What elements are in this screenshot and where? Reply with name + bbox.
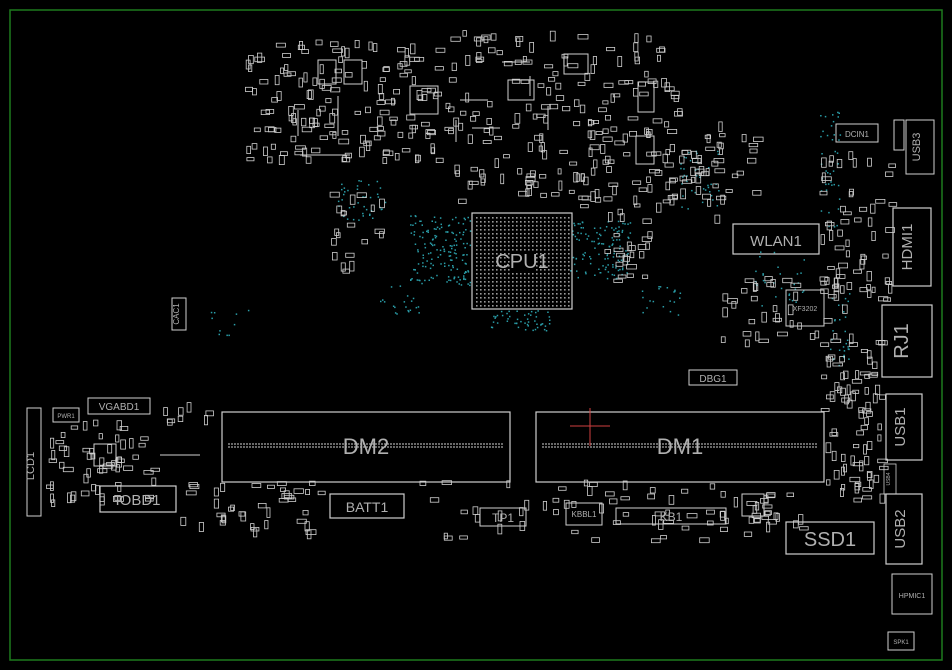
pwr1-component[interactable]: PWR1 xyxy=(52,407,80,423)
dcin1-label: DCIN1 xyxy=(845,130,870,139)
usb3-connector[interactable]: USB3 xyxy=(905,119,935,175)
kbbl1-label: KBBL1 xyxy=(572,510,597,519)
wlan1-label: WLAN1 xyxy=(750,233,802,250)
kbbl1-connector[interactable]: KBBL1 xyxy=(565,502,603,526)
cpu1-component[interactable]: CPU1 xyxy=(471,212,573,310)
ssd1-connector[interactable]: SSD1 xyxy=(785,521,875,555)
cac1-label: CAC1 xyxy=(172,303,181,325)
ic-outlines xyxy=(93,53,905,517)
vgabd1-connector[interactable]: VGABD1 xyxy=(87,397,151,415)
rj1-label: RJ1 xyxy=(891,323,913,359)
spk1-label: SPK1 xyxy=(893,640,909,646)
usb1-connector[interactable]: USB1 xyxy=(885,393,923,461)
batt1-connector[interactable]: BATT1 xyxy=(329,493,405,519)
usb4-label: USB4 xyxy=(886,472,892,485)
usb2-label: USB2 xyxy=(892,509,909,548)
dcin1-connector[interactable]: DCIN1 xyxy=(835,123,879,143)
ssd1-label: SSD1 xyxy=(804,529,856,551)
tp1-connector[interactable]: TP1 xyxy=(479,507,527,527)
usb1-label: USB1 xyxy=(892,407,909,446)
cpu1-label: CPU1 xyxy=(495,251,548,273)
cursor-crosshair-icon xyxy=(570,408,610,446)
hdmi1-label: HDMI1 xyxy=(899,224,916,271)
hpmic1-label: HPMIC1 xyxy=(899,593,926,600)
tp1-label: TP1 xyxy=(492,511,514,525)
iobd1-connector[interactable]: IOBD1 xyxy=(99,485,177,513)
lcd1-connector[interactable]: LCD1 xyxy=(25,407,42,517)
xf3202-label: XF3202 xyxy=(793,306,818,313)
lcd1-label: LCD1 xyxy=(25,452,37,480)
board-outline xyxy=(9,9,943,661)
dbg1-label: DBG1 xyxy=(699,374,727,385)
wlan1-component[interactable]: WLAN1 xyxy=(732,223,820,255)
rj1-connector[interactable]: RJ1 xyxy=(881,304,933,378)
dm1-slot[interactable]: DM1 xyxy=(535,411,825,483)
dm1-label: DM1 xyxy=(657,434,703,459)
usb4-component[interactable]: USB4 xyxy=(883,463,897,495)
vgabd1-label: VGABD1 xyxy=(99,402,140,413)
kb1-connector[interactable]: KB1 xyxy=(615,507,727,525)
pwr1-label: PWR1 xyxy=(57,414,75,420)
usb2-connector[interactable]: USB2 xyxy=(885,493,923,565)
kb1-label: KB1 xyxy=(660,510,683,524)
batt1-label: BATT1 xyxy=(346,499,389,515)
dbg1-component[interactable]: DBG1 xyxy=(688,369,738,386)
dm2-label: DM2 xyxy=(343,434,389,459)
dm2-slot[interactable]: DM2 xyxy=(221,411,511,483)
xf3202-component[interactable]: XF3202 xyxy=(785,289,825,327)
usb3-label: USB3 xyxy=(911,133,923,162)
iobd1-label: IOBD1 xyxy=(115,492,160,509)
spk1-connector[interactable]: SPK1 xyxy=(887,631,915,651)
hpmic1-connector[interactable]: HPMIC1 xyxy=(891,573,933,615)
cac1-component[interactable]: CAC1 xyxy=(171,297,187,331)
small-component-field xyxy=(46,30,898,544)
hdmi1-connector[interactable]: HDMI1 xyxy=(892,207,932,287)
